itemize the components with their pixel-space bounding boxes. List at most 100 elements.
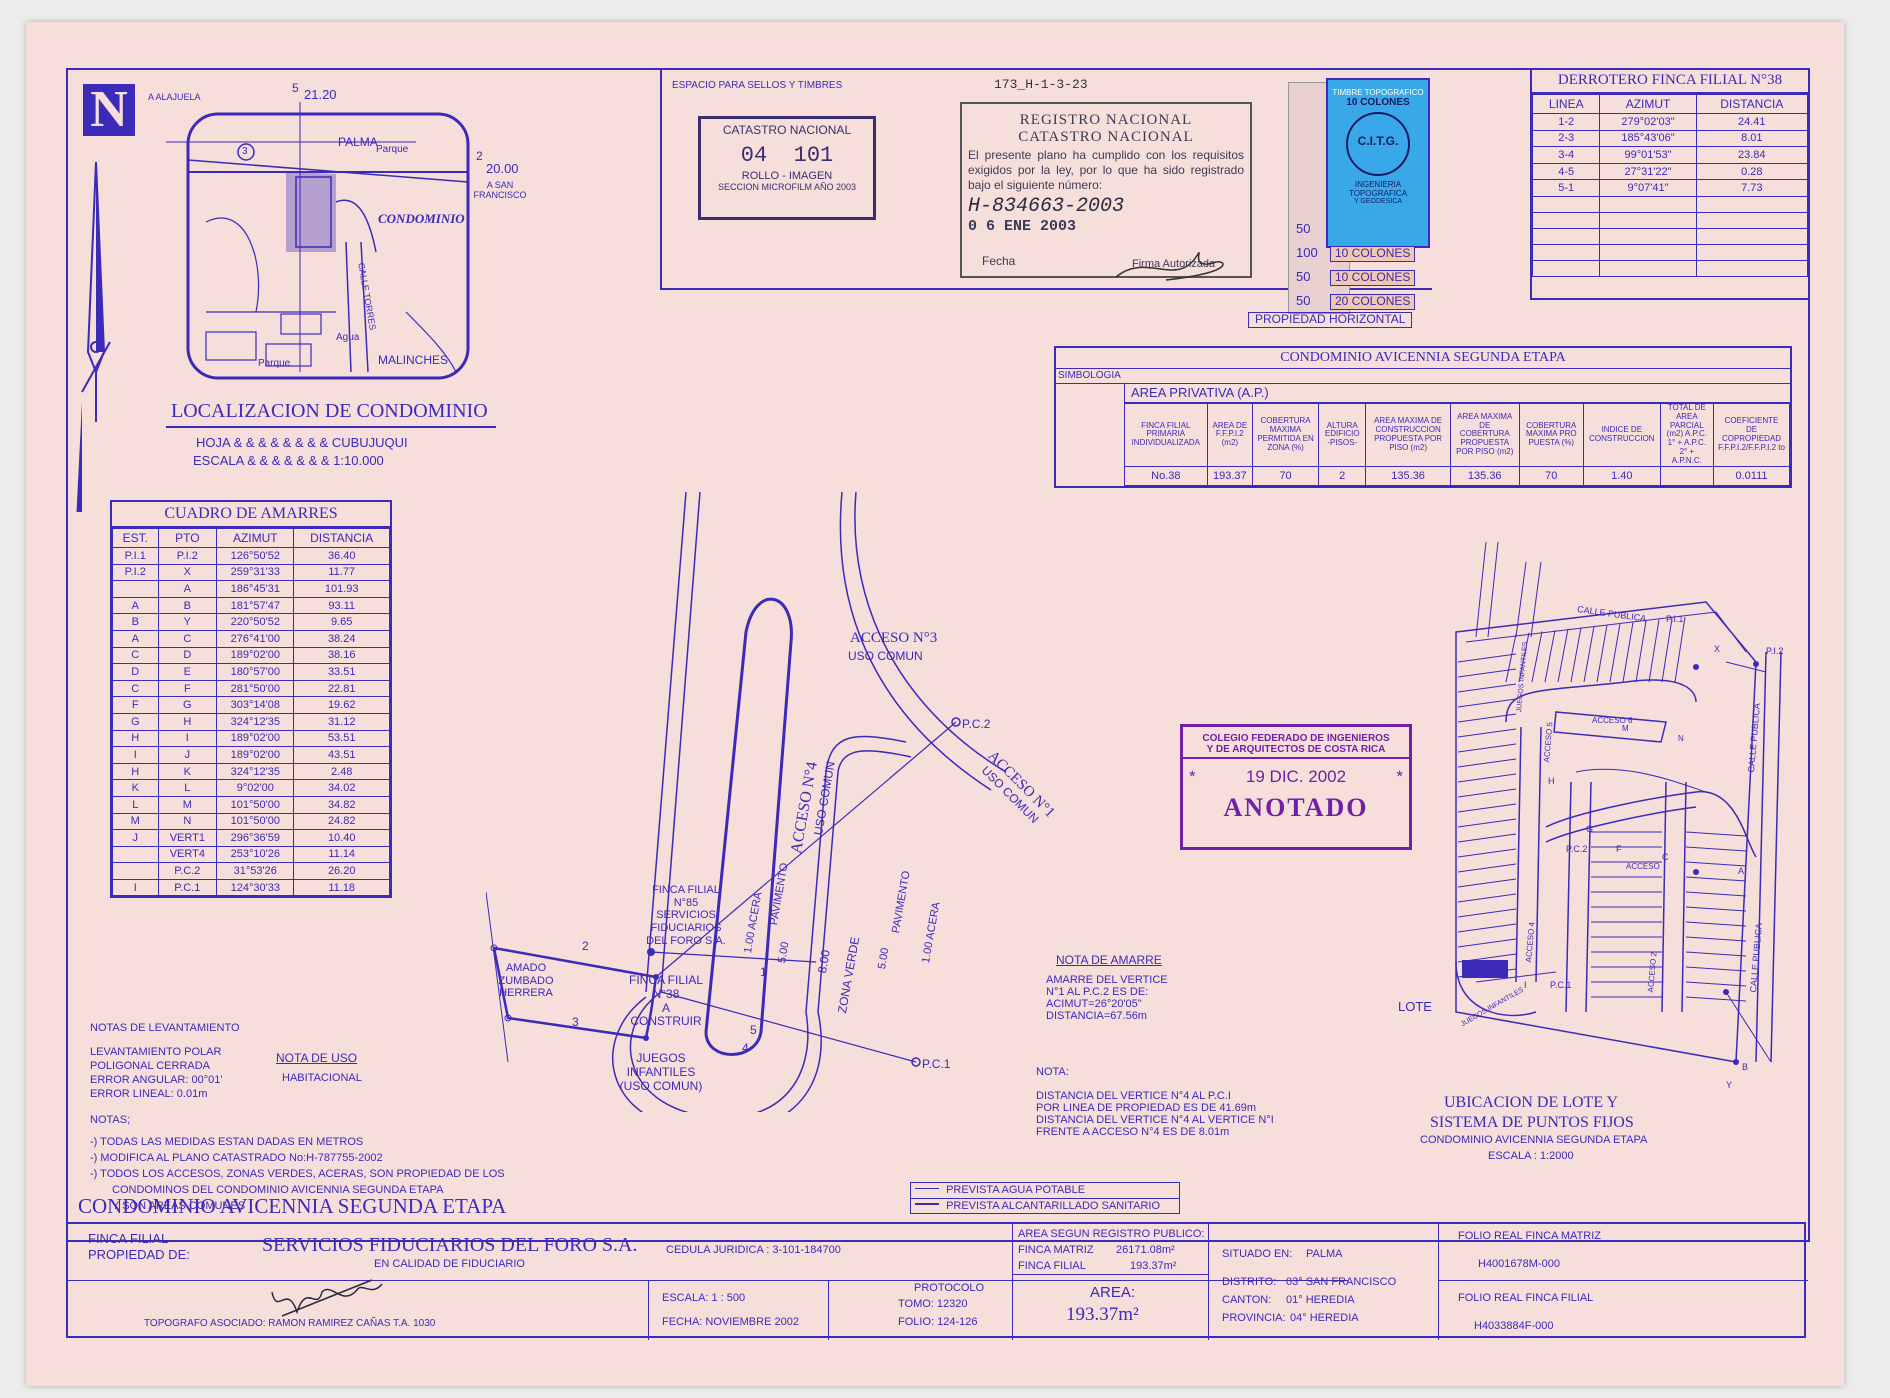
uso-title: NOTA DE USO (276, 1051, 358, 1065)
title-block (66, 1222, 1808, 1340)
ubic-pc1: P.C.1 (1550, 980, 1572, 990)
finca85-line5: DEL FORO S.A. (646, 934, 726, 947)
lot-line (1505, 633, 1517, 683)
colegio-date: 19 DIC. 2002 (1245, 767, 1347, 786)
amarres-cell: 189°02'00 (216, 646, 295, 665)
colegio-line1: COLEGIO FEDERADO DE INGENIEROS (1202, 733, 1390, 744)
timbre-colones-3: 20 COLONES (1330, 294, 1416, 310)
lot-line (1457, 803, 1517, 813)
colegio-line2: Y DE ARQUITECTOS DE COSTA RICA (1183, 744, 1409, 759)
derrotero-empty-cell (1695, 211, 1809, 229)
amarres-cell: 36.40 (293, 547, 390, 565)
amarres-cell: 324°12'35 (216, 712, 295, 731)
amarres-cell: 19.62 (293, 696, 390, 714)
canton-label: CANTON: (1222, 1294, 1272, 1306)
catastro-num1: 04 (740, 143, 768, 168)
map-label-palma: PALMA (338, 135, 378, 149)
lot-line (1457, 758, 1517, 768)
plan-vertex-1: 1 (760, 965, 767, 979)
lot-line (1661, 618, 1673, 683)
derrotero-cell: 2-3 (1531, 129, 1601, 148)
legend-alcantarillado: PREVISTA ALCANTARILLADO SANITARIO (946, 1200, 1161, 1212)
condo_table-header: COEFICIENTE DE COPROPIEDAD F.F.P.I.2/F.F… (1713, 403, 1790, 467)
ubic-i: I (1524, 980, 1527, 990)
colegio-date-row: * 19 DIC. 2002 * (1183, 767, 1409, 787)
ubic-title2: SISTEMA DE PUNTOS FIJOS (1430, 1114, 1634, 1131)
folio-matriz-label: FOLIO REAL FINCA MATRIZ (1458, 1230, 1602, 1242)
ubic-b: B (1742, 1062, 1749, 1072)
escala-label: ESCALA: 1 : 500 (662, 1292, 746, 1304)
title-block-hline3 (1438, 1280, 1808, 1281)
lot-line (1457, 863, 1517, 873)
juegos-line3: (USO COMUN) (619, 1078, 703, 1093)
plan-pc1: P.C.1 (922, 1057, 951, 1071)
title-block-hline (68, 1280, 1348, 1281)
amarres-cell: 38.16 (293, 646, 390, 665)
finca-filial-label: FINCA FILIAL (1018, 1260, 1086, 1272)
amarres-cell: 189°02'00 (216, 729, 295, 748)
derrotero-title: DERROTERO FINCA FILIAL N°38 (1532, 68, 1808, 94)
derrotero-cell: 185°43'06" (1599, 129, 1697, 148)
registro-stamp: REGISTRO NACIONAL CATASTRO NACIONAL El p… (960, 102, 1252, 278)
lot-line (1635, 620, 1647, 683)
finca85-line2: N°85 (673, 896, 699, 909)
condo_table-header: TOTAL DE AREA PARCIAL (m2) A.P.C. 1° + A… (1659, 403, 1715, 467)
lot-line (1583, 626, 1595, 683)
amarres-cell: 186°45'31 (216, 580, 295, 598)
amarres-cell: 180°57'00 (216, 663, 295, 681)
finca-matriz-value: 26171.08m² (1116, 1244, 1175, 1256)
plan-vertex-2: 2 (582, 939, 589, 953)
derrotero-cell: 23.84 (1695, 146, 1809, 164)
timbre-sub1: INGENIERIA (1354, 180, 1402, 189)
nota-2: POR LINEA DE PROPIEDAD ES DE 41.69m (1036, 1102, 1257, 1114)
lot-line (1596, 624, 1608, 683)
plan-vertex-3: 3 (572, 1015, 579, 1029)
amarres-cell: 22.81 (293, 679, 390, 698)
amarres-cell: B (112, 613, 159, 631)
notas-4: CONDOMINOS DEL CONDOMINIO AVICENNIA SEGU… (112, 1184, 444, 1196)
area-registro-label: AREA SEGUN REGISTRO PUBLICO: (1018, 1228, 1205, 1240)
plan-juegos: JUEGOS INFANTILES (USO COMUN) (616, 1051, 706, 1093)
map-label-route: 3 (242, 146, 248, 157)
notas-2: -) MODIFICA AL PLANO CATASTRADO No:H-787… (90, 1152, 383, 1164)
derrotero-empty-cell (1599, 259, 1697, 277)
registro-number: H-834663-2003 (968, 195, 1125, 218)
finca-label1: FINCA FILIAL (88, 1231, 169, 1246)
timbre-100: 100 (1296, 245, 1318, 260)
derrotero-empty-cell (1531, 195, 1601, 213)
amarres-cell: 181°57'47 (216, 596, 295, 615)
derrotero-cell: 1-2 (1531, 113, 1601, 131)
ubic-title1: UBICACION DE LOTE Y (1444, 1094, 1619, 1111)
condo-table-cell: 1.40 (1582, 465, 1661, 486)
amarres-cell: K (157, 762, 218, 781)
condo_table-header: ALTURA EDIFICIO -PISOS- (1318, 403, 1367, 467)
protocolo-label: PROTOCOLO (914, 1282, 985, 1294)
condo-table-wrapper: CONDOMINIO AVICENNIA SEGUNDA ETAPA SIMBO… (1054, 346, 1792, 488)
amarres-cell: C (112, 646, 159, 665)
map-label-coord-right-num: 2 (476, 149, 483, 163)
amarres-cell: 10.40 (293, 829, 390, 847)
derrotero-cell: 27°31'22" (1599, 162, 1697, 181)
amarres-cell: 43.51 (293, 746, 390, 764)
ubic-acceso6: ACCESO 6 (1592, 716, 1633, 725)
lot-line (1609, 623, 1621, 683)
registro-title1: REGISTRO NACIONAL (1019, 112, 1193, 128)
amarres-cell: 296°36'59 (216, 829, 295, 847)
amarres-cell: 24.82 (293, 812, 390, 831)
ubic-c: C (1662, 852, 1669, 862)
timbre-sub2: TOPOGRAFICA (1348, 189, 1408, 198)
site-plan (486, 491, 1007, 1112)
legend-alcantarillado-row: PREVISTA ALCANTARILLADO SANITARIO (911, 1199, 1179, 1214)
amarres-cell: J (112, 829, 159, 847)
condo-table-cell: 193.37 (1206, 465, 1254, 486)
canton-value: 01° HEREDIA (1286, 1294, 1355, 1306)
amarres-cell: C (112, 679, 159, 698)
condo-area-privativa: AREA PRIVATIVA (A.P.) (1124, 384, 1790, 403)
propiedad-horizontal-label: PROPIEDAD HORIZONTAL (1248, 312, 1413, 328)
